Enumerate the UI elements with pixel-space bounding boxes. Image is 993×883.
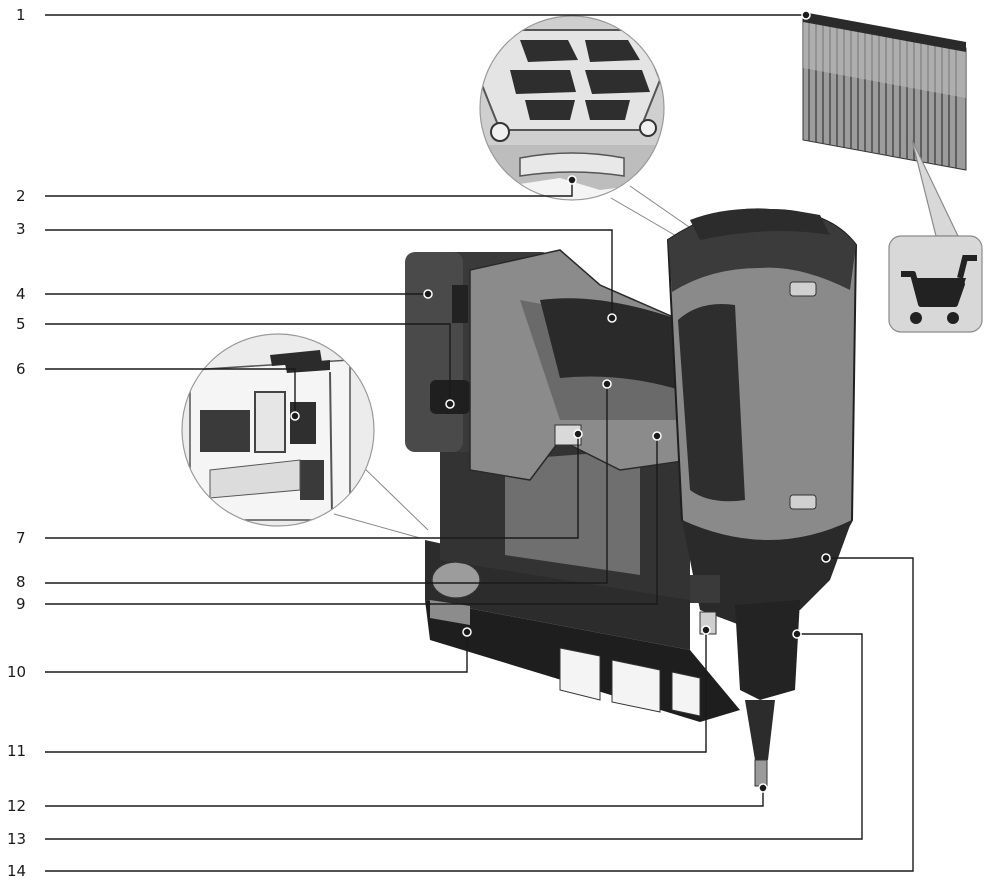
shopping-cart-icon bbox=[888, 139, 983, 333]
callout-number-12: 12 bbox=[7, 797, 27, 815]
leader-endpoints bbox=[290, 10, 831, 793]
callout-number-3: 3 bbox=[16, 220, 26, 238]
callout-number-4: 4 bbox=[16, 285, 26, 303]
callout-number-13: 13 bbox=[7, 830, 27, 848]
callout-number-10: 10 bbox=[7, 663, 27, 681]
leader-lines bbox=[45, 14, 914, 872]
callout-number-11: 11 bbox=[7, 742, 27, 760]
callout-number-2: 2 bbox=[16, 187, 26, 205]
callout-number-5: 5 bbox=[16, 315, 26, 333]
callout-number-1: 1 bbox=[16, 6, 26, 24]
callout-number-9: 9 bbox=[16, 595, 26, 613]
nail-gun-illustration bbox=[405, 208, 858, 787]
nail-strip-icon bbox=[802, 12, 967, 171]
callout-number-8: 8 bbox=[16, 573, 26, 591]
callout-number-6: 6 bbox=[16, 360, 26, 378]
callout-number-14: 14 bbox=[7, 862, 27, 880]
callout-number-7: 7 bbox=[16, 529, 26, 547]
air-vent-detail-icon bbox=[479, 15, 706, 245]
battery-latch-detail-icon bbox=[181, 333, 429, 539]
